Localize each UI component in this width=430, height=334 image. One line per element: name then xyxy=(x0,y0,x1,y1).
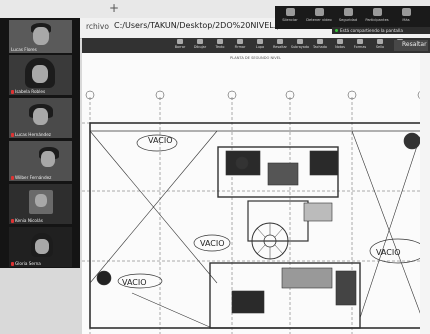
tool-lupa[interactable]: Lupa xyxy=(250,39,270,52)
tool-subrayado[interactable]: Subrayado xyxy=(290,39,310,52)
security-button[interactable]: Seguridad xyxy=(335,6,361,29)
participant-tile[interactable]: Wilber Fernández xyxy=(9,141,72,181)
pdf-toolbar: Borrar Dibujar Texto Firmar Lupa Resalta… xyxy=(82,38,430,53)
tool-resaltar[interactable]: Resaltar xyxy=(270,39,290,52)
tool-tachado[interactable]: Tachado xyxy=(310,39,330,52)
tool-sello[interactable]: Sello xyxy=(370,39,390,52)
participant-face xyxy=(35,194,47,207)
participant-name: Gloria Serna xyxy=(11,261,41,266)
stamp-icon xyxy=(377,39,383,44)
participants-button[interactable]: Participantes xyxy=(364,6,390,29)
participant-name: Lucas Flores xyxy=(11,47,37,52)
muted-mic-icon xyxy=(11,133,14,137)
pdf-page xyxy=(82,53,430,334)
plan-label-vacio: VACIO xyxy=(122,278,147,287)
participant-name: Wilber Fernández xyxy=(11,175,51,180)
video-icon xyxy=(314,8,324,16)
address-input[interactable]: C:/Users/TAKUN/Desktop/2DO%20NIVEL.pdf xyxy=(114,21,290,30)
share-status-icon xyxy=(335,29,338,32)
participant-face xyxy=(35,239,49,254)
participant-name: Isabela Robles xyxy=(11,89,45,94)
participant-tile[interactable]: Gloria Serna xyxy=(9,227,72,267)
microphone-icon xyxy=(285,8,295,16)
participant-tile[interactable]: Lucas Hernández xyxy=(9,98,72,138)
address-label: rchivo xyxy=(86,22,109,31)
muted-mic-icon xyxy=(11,90,14,94)
tool-formas[interactable]: Formas xyxy=(350,39,370,52)
tool-borrar[interactable]: Borrar xyxy=(170,39,190,52)
participant-face xyxy=(33,27,49,45)
magnifier-icon xyxy=(257,39,263,44)
plan-label-vacio: VACIO xyxy=(148,136,173,145)
scrollbar[interactable] xyxy=(420,53,430,334)
more-button[interactable]: Más xyxy=(393,6,419,29)
participant-name: Lucas Hernández xyxy=(11,132,51,137)
tool-texto[interactable]: Texto xyxy=(210,39,230,52)
participants-icon xyxy=(372,8,382,16)
zoom-meeting-toolbar: Silenciar Detener video Seguridad Partic… xyxy=(275,6,430,29)
muted-mic-icon xyxy=(11,219,14,223)
muted-mic-icon xyxy=(11,262,14,266)
pen-icon xyxy=(197,39,203,44)
strikethrough-icon xyxy=(317,39,323,44)
participants-gallery: Lucas Flores Isabela Robles Lucas Hernán… xyxy=(0,18,80,268)
plan-label-vacio: VACIO xyxy=(376,248,401,257)
plan-title: PLANTA DE SEGUNDO NIVEL xyxy=(230,56,281,60)
participant-tile[interactable]: Lucas Flores xyxy=(9,20,72,53)
underline-icon xyxy=(297,39,303,44)
participant-tile[interactable]: Isabela Robles xyxy=(9,55,72,95)
floor-plan-drawing xyxy=(82,90,430,334)
more-icon xyxy=(401,8,411,16)
eraser-icon xyxy=(177,39,183,44)
highlighter-icon xyxy=(277,39,283,44)
highlight-button[interactable]: Resaltar xyxy=(394,40,428,51)
new-tab-button[interactable]: + xyxy=(108,1,120,15)
participant-tile[interactable]: Kenia Nicolás xyxy=(9,184,72,224)
participant-face xyxy=(32,65,48,83)
plan-label-vacio: VACIO xyxy=(200,239,225,248)
tool-notas[interactable]: Notas xyxy=(330,39,350,52)
stop-video-button[interactable]: Detener video xyxy=(306,6,332,29)
tool-dibujar[interactable]: Dibujar xyxy=(190,39,210,52)
sign-icon xyxy=(237,39,243,44)
participant-name: Kenia Nicolás xyxy=(11,218,43,223)
participant-face xyxy=(41,151,55,167)
tool-firmar[interactable]: Firmar xyxy=(230,39,250,52)
shapes-icon xyxy=(357,39,363,44)
note-icon xyxy=(337,39,343,44)
mute-button[interactable]: Silenciar xyxy=(277,6,303,29)
security-icon xyxy=(343,8,353,16)
text-icon xyxy=(217,39,223,44)
participant-face xyxy=(33,108,48,125)
muted-mic-icon xyxy=(11,176,14,180)
screen-share-banner[interactable]: Está compartiendo la pantalla xyxy=(332,27,430,34)
